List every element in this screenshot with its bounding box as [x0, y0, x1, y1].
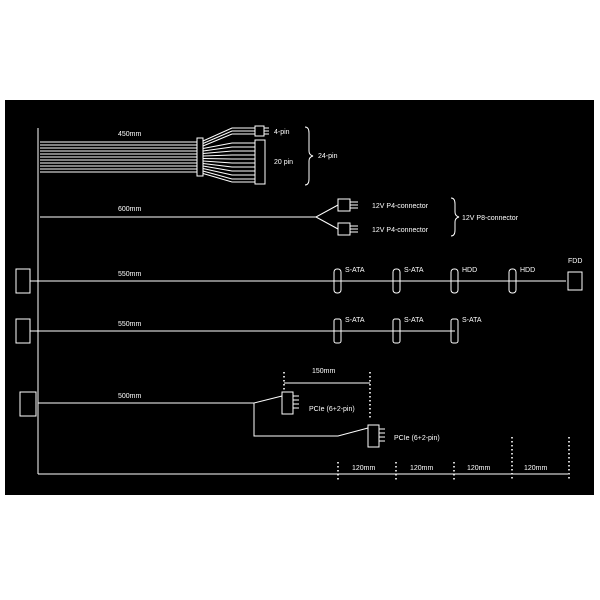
pcie-label-1: PCIe (6+2-pin) — [309, 406, 355, 413]
spacing-scale: 120mm 120mm 120mm 120mm — [38, 437, 570, 480]
sata-connector — [392, 268, 401, 294]
pcie-spacing-label: 150mm — [312, 368, 336, 375]
sata-cable-1: 550mm S-ATA S-ATA HDD HDD FDD — [15, 258, 583, 294]
spacing-label: 120mm — [467, 465, 491, 472]
20pin-connector — [254, 139, 266, 185]
cpu-cable: 600mm 12V P4-connector 12V P4-connector … — [40, 197, 519, 237]
spacing-label: 120mm — [352, 465, 376, 472]
p4-label-1: 12V P4-connector — [372, 203, 429, 210]
atx-fanout-wire — [202, 127, 255, 142]
cable-clamp — [196, 137, 204, 177]
p8-label: 12V P8-connector — [462, 215, 519, 222]
fdd-label: FDD — [568, 258, 582, 265]
sata2-length-label: 550mm — [118, 321, 142, 328]
sata-connector — [333, 268, 342, 294]
brace-icon — [450, 197, 460, 237]
atx-fanout-wire — [202, 160, 255, 164]
atx-fanout-wire — [202, 133, 255, 147]
fdd-connector — [567, 271, 583, 291]
sata-label: S-ATA — [462, 317, 482, 324]
20pin-label: 20 pin — [274, 159, 293, 166]
pcie-label-2: PCIe (6+2-pin) — [394, 435, 440, 442]
atx-cable: 450mm 4-pin 20 pin 24-pin — [40, 125, 338, 186]
hdd-label: HDD — [462, 267, 477, 274]
hdd-label: HDD — [520, 267, 535, 274]
atx-fanout-wire — [202, 154, 255, 157]
pcie-connector-1 — [281, 391, 294, 415]
sata-connector — [392, 318, 401, 344]
atx-fanout-wire — [202, 142, 255, 149]
modular-plug — [19, 391, 37, 417]
hdd-connector — [450, 268, 459, 294]
p4-label-2: 12V P4-connector — [372, 227, 429, 234]
atx-fanout-wire — [202, 146, 255, 152]
sata-label: S-ATA — [404, 267, 424, 274]
sata-connector — [450, 318, 459, 344]
atx-fanout-wire — [202, 163, 255, 168]
spacing-label: 120mm — [410, 465, 434, 472]
sata-label: S-ATA — [345, 317, 365, 324]
cpu-length-label: 600mm — [118, 206, 142, 213]
4pin-label: 4-pin — [274, 129, 290, 136]
atx-fanout-wire — [202, 130, 255, 144]
atx-fanout-wire — [202, 173, 255, 183]
atx-fanout-wire — [202, 168, 255, 176]
pcie-connector-2 — [367, 424, 380, 448]
sata-label: S-ATA — [345, 267, 365, 274]
atx-fanout-wire — [202, 170, 255, 180]
sata1-length-label: 550mm — [118, 271, 142, 278]
brace-icon — [304, 126, 314, 186]
hdd-connector — [508, 268, 517, 294]
atx-fanout-wire — [202, 150, 255, 154]
24pin-label: 24-pin — [318, 153, 338, 160]
atx-fanout-wire — [202, 158, 255, 160]
pcie-cable: 500mm PCIe (6+2-pin) PCIe (6+2-pin) 150m… — [19, 368, 440, 448]
spacing-label: 120mm — [524, 465, 548, 472]
atx-length-label: 450mm — [118, 131, 142, 138]
sata-cable-2: 550mm S-ATA S-ATA S-ATA — [15, 317, 482, 344]
sata-label: S-ATA — [404, 317, 424, 324]
pcie-length-label: 500mm — [118, 393, 142, 400]
atx-fanout-wire — [202, 165, 255, 172]
sata-connector — [333, 318, 342, 344]
